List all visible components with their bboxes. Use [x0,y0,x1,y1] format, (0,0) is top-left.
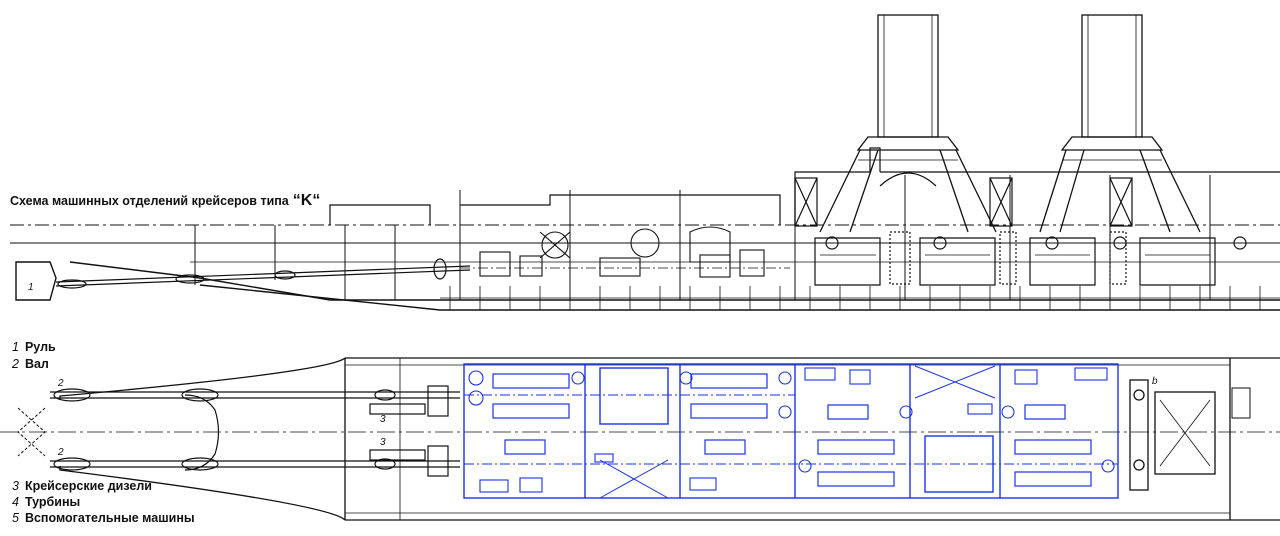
callout-diesel-upper: 3 [380,414,386,425]
shafts-plan [50,388,460,471]
callout-aux-b: b [1152,376,1158,387]
boilers [814,231,1247,286]
legend-label: Вспомогательные машины [24,511,195,525]
legend-number: 1 [12,340,19,354]
fittings [468,367,1115,493]
funnel-aft [1039,14,1201,233]
callout-rudder: 1 [28,282,34,293]
boiler-plan [1129,379,1251,491]
legend-item-turbines: 4 Турбины [12,495,80,509]
cruise-diesels-plan [369,385,449,477]
legend-item-rudder: 1 Руль [12,340,56,354]
superstructure [329,147,1280,227]
legend-label: Руль [24,340,56,354]
callout-shaft-upper: 2 [57,378,64,389]
diagram-title-type: “K“ [292,192,321,209]
legend-label: Турбины [24,495,81,509]
diesel-rows [492,373,1092,487]
rudder-side [15,261,57,301]
propellers [17,407,46,457]
legend-item-auxiliary: 5 Вспомогательные машины [12,511,195,525]
double-bottom-frames [449,286,1261,310]
legend-number: 5 [12,511,19,525]
engine-room-highlight [463,363,1119,499]
turbines-side [460,226,790,278]
plan-view [0,357,1280,521]
diagram-title-text: Схема машинных отделений крейсеров типа [10,194,289,208]
legend-item-shaft: 2 Вал [12,357,49,371]
funnel-fore [819,14,997,233]
legend-number: 3 [12,479,19,493]
diagram-title: Схема машинных отделений крейсеров типа“… [10,192,320,210]
legend-label: Крейсерские дизели [24,479,152,493]
legend-item-cruise-diesels: 3 Крейсерские дизели [12,479,152,493]
callout-shaft-lower: 2 [57,447,64,458]
shaft-side [55,258,471,289]
side-elevation [10,14,1280,311]
crossed-bays [599,365,996,499]
legend-number: 2 [12,357,19,371]
legend-label: Вал [24,357,49,371]
callout-diesel-lower: 3 [380,437,386,448]
legend-number: 4 [12,495,19,509]
